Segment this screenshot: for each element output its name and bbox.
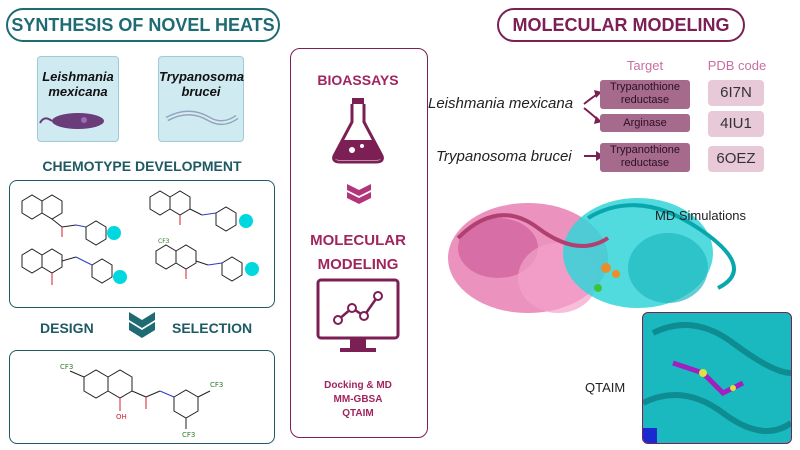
selection-label: SELECTION xyxy=(172,320,253,336)
organism-name-line2: brucei xyxy=(181,84,221,99)
method-docking: Docking & MD xyxy=(324,380,392,391)
organism-name-line1: Leishmania xyxy=(42,69,114,84)
organism-trypanosoma: Trypanosoma brucei xyxy=(436,148,572,165)
organism-card-trypanosoma: Trypanosoma brucei xyxy=(158,56,244,142)
qtaim-label: QTAIM xyxy=(585,380,626,395)
organism-name-line1: Trypanosoma xyxy=(159,69,245,84)
pdb-code-6oez: 6OEZ xyxy=(708,146,764,172)
pdb-code-4iu1: 4IU1 xyxy=(708,111,764,137)
chevron-down-icon xyxy=(347,184,371,204)
svg-text:CF3: CF3 xyxy=(158,238,170,245)
organism-leishmania: Leishmania mexicana xyxy=(428,95,574,112)
svg-text:CF3: CF3 xyxy=(60,363,73,371)
design-label: DESIGN xyxy=(40,320,94,336)
pdb-code-6i7n: 6I7N xyxy=(708,80,764,106)
modeling-label: MODELING xyxy=(317,256,399,273)
protein-structure-image xyxy=(448,198,736,313)
target-header: Target xyxy=(626,58,664,73)
selected-compound-structure: CF3 CF3 CF3 OH xyxy=(60,363,223,439)
flask-icon xyxy=(332,98,384,164)
modeling-title: MOLECULAR MODELING xyxy=(497,8,745,42)
molecular-label: MOLECULAR xyxy=(310,232,406,249)
structure-quinoline xyxy=(149,190,237,232)
synthesis-title: SYNTHESIS OF NOVEL HEATS xyxy=(6,8,280,42)
leishmania-parasite-icon xyxy=(39,113,104,129)
svg-text:OH: OH xyxy=(116,413,127,421)
structure-naphthol xyxy=(21,194,107,246)
chemotype-structures: CF3 xyxy=(21,190,259,285)
qtaim-inset-image xyxy=(642,312,792,444)
svg-text:CF3: CF3 xyxy=(210,381,223,389)
method-mmgbsa: MM-GBSA xyxy=(333,394,383,405)
trypanosoma-parasite-icon xyxy=(165,110,239,125)
organism-card-leishmania: Leishmania mexicana xyxy=(37,56,119,142)
pdb-header: PDB code xyxy=(707,58,767,73)
structure-naphthol-2 xyxy=(21,248,113,285)
organism-name-line2: mexicana xyxy=(48,84,108,99)
arrows-to-targets xyxy=(583,90,602,124)
md-simulations-label: MD Simulations xyxy=(655,208,747,223)
chemotype-panel: CF3 xyxy=(9,180,275,308)
chemotype-title: CHEMOTYPE DEVELOPMENT xyxy=(42,158,242,174)
target-trypanothione-reductase-1: Trypanothione reductase xyxy=(600,80,690,109)
target-arginase: Arginase xyxy=(600,114,690,132)
selected-compound-panel: CF3 CF3 CF3 OH xyxy=(9,350,275,444)
target-trypanothione-reductase-2: Trypanothione reductase xyxy=(600,143,690,172)
assay-modeling-panel xyxy=(290,48,428,438)
bioassays-label: BIOASSAYS xyxy=(317,72,399,88)
monitor-chart-icon xyxy=(316,278,400,352)
chevron-down-icon xyxy=(129,312,155,338)
svg-text:CF3: CF3 xyxy=(182,431,195,439)
method-qtaim: QTAIM xyxy=(342,408,374,419)
structure-cf3-quinoline xyxy=(155,244,243,282)
